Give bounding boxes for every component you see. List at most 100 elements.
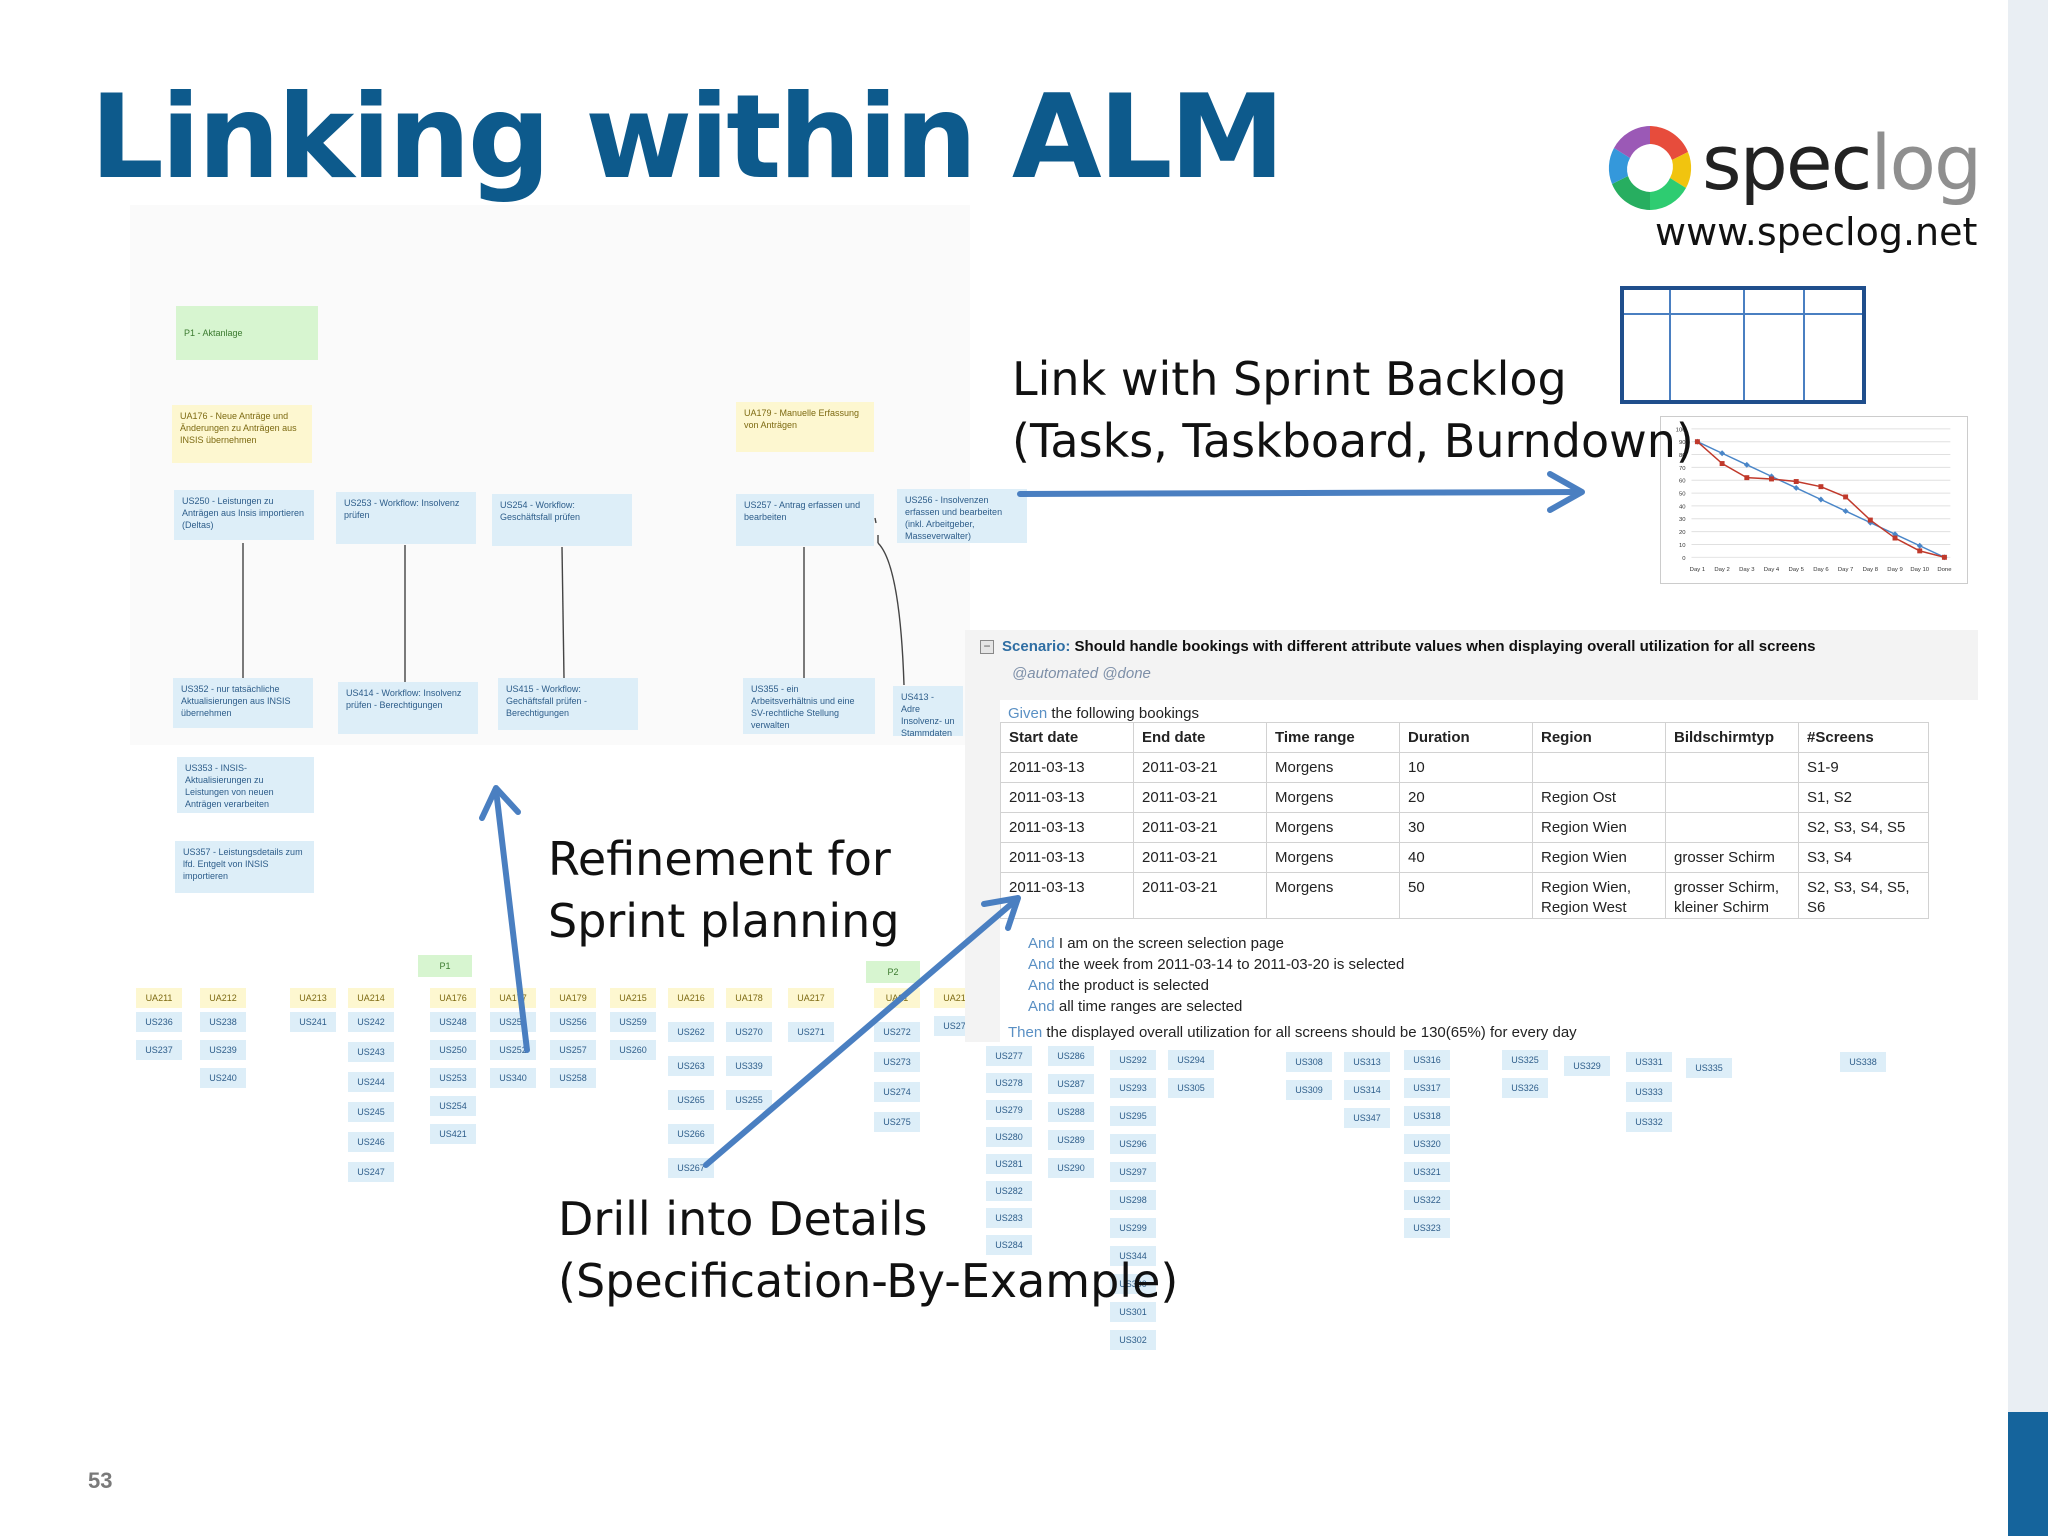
callout-line: (Specification-By-Example) <box>558 1254 1179 1308</box>
arrow-refinement <box>493 787 530 1053</box>
epic-card: UA179 - Manuelle Erfassung von Anträgen <box>736 402 874 452</box>
story-tile: US293 <box>1110 1078 1156 1098</box>
story-tile: US236 <box>136 1012 182 1032</box>
story-card: US357 - Leistungsdetails zum lfd. Entgel… <box>175 841 314 893</box>
story-tile: US267 <box>668 1158 714 1178</box>
table-cell: Region Ost <box>1532 782 1666 813</box>
actual-point <box>1694 439 1700 445</box>
story-tile: US316 <box>1404 1050 1450 1070</box>
table-cell: Morgens <box>1266 842 1400 873</box>
scenario-keyword: Scenario: <box>1002 638 1071 655</box>
story-tile: US340 <box>490 1068 536 1088</box>
actual-point <box>1719 461 1725 467</box>
table-cell: S3, S4 <box>1798 842 1929 873</box>
epic-card: UA176 - Neue Anträge und Änderungen zu A… <box>172 405 312 463</box>
y-tick-label: 80 <box>1679 453 1686 459</box>
story-tile: US263 <box>668 1056 714 1076</box>
callout-line: Link with Sprint Backlog <box>1012 352 1567 406</box>
x-tick-label: Day 4 <box>1764 567 1780 573</box>
story-tile: US320 <box>1404 1134 1450 1154</box>
actual-point <box>1941 554 1947 560</box>
story-tile: US254 <box>430 1096 476 1116</box>
then-text: the displayed overall utilization for al… <box>1046 1024 1577 1041</box>
ideal-point <box>1743 461 1750 468</box>
ideal-point <box>1916 542 1923 549</box>
table-cell: Morgens <box>1266 752 1400 783</box>
table-cell <box>1665 782 1799 813</box>
x-tick-label: Day 10 <box>1910 567 1929 573</box>
story-tile: US257 <box>550 1040 596 1060</box>
ideal-point <box>1793 484 1800 491</box>
x-tick-label: Done <box>1937 567 1952 573</box>
table-cell: S2, S3, S4, S5 <box>1798 812 1929 843</box>
arrow-head <box>479 785 521 821</box>
story-card: US256 - Insolvenzen erfassen und bearbei… <box>897 489 1027 543</box>
collapse-toggle[interactable]: − <box>980 640 994 654</box>
story-map-connectors <box>242 517 905 686</box>
y-tick-label: 0 <box>1682 556 1686 562</box>
table-cell: 20 <box>1399 782 1533 813</box>
speclog-url: www.speclog.net <box>1655 210 1978 254</box>
story-tile: US301 <box>1110 1302 1156 1322</box>
table-cell: 2011-03-21 <box>1133 842 1267 873</box>
story-tile: US329 <box>1564 1056 1610 1076</box>
story-tile: US256 <box>550 1012 596 1032</box>
table-cell: S2, S3, S4, S5, S6 <box>1798 872 1929 919</box>
table-cell: S1, S2 <box>1798 782 1929 813</box>
and-step: And the product is selected <box>1028 977 1209 994</box>
and-keyword: And <box>1028 956 1055 973</box>
callout-drill-details: Drill into Details (Specification-By-Exa… <box>558 1188 1178 1312</box>
story-tile: US245 <box>348 1102 394 1122</box>
release-label: P2 <box>866 961 920 983</box>
epic-tile: UA179 <box>550 988 596 1008</box>
story-tile: US255 <box>726 1090 772 1110</box>
story-tile: US284 <box>986 1235 1032 1255</box>
story-tile: US302 <box>1110 1330 1156 1350</box>
story-tile: US253 <box>430 1068 476 1088</box>
ideal-point <box>1719 450 1726 457</box>
table-cell <box>1665 752 1799 783</box>
story-tile: US266 <box>668 1124 714 1144</box>
table-cell: 2011-03-21 <box>1133 752 1267 783</box>
story-tile: US280 <box>986 1127 1032 1147</box>
story-tile: US241 <box>290 1012 336 1032</box>
story-tile: US252 <box>490 1040 536 1060</box>
story-tile: US338 <box>1840 1052 1886 1072</box>
callout-line: Drill into Details <box>558 1192 928 1246</box>
y-tick-label: 30 <box>1679 517 1686 523</box>
epic-tile: UA21 <box>874 988 920 1008</box>
speclog-logo-icon <box>1608 126 1692 210</box>
epic-tile: UA216 <box>668 988 714 1008</box>
table-cell: 40 <box>1399 842 1533 873</box>
table-cell: Morgens <box>1266 872 1400 919</box>
story-tile: US292 <box>1110 1050 1156 1070</box>
column-header: Time range <box>1266 722 1400 753</box>
story-map-screenshot <box>130 205 970 745</box>
story-tile: US243 <box>348 1042 394 1062</box>
wordmark-prefix: spec <box>1702 118 1872 207</box>
scenario-tags: @automated @done <box>1012 665 1151 682</box>
column-header: Region <box>1532 722 1666 753</box>
story-card: US413 - Adre Insolvenz- un Stammdaten <box>893 686 963 736</box>
story-card: US254 - Workflow: Geschäftsfall prüfen <box>492 494 632 546</box>
epic-tile: UA212 <box>200 988 246 1008</box>
table-cell <box>1532 752 1666 783</box>
right-side-bar <box>2008 0 2048 1536</box>
story-tile: US317 <box>1404 1078 1450 1098</box>
taskboard-icon <box>1620 286 1866 404</box>
column-header: Start date <box>1000 722 1134 753</box>
story-tile: US296 <box>1110 1134 1156 1154</box>
table-cell: Morgens <box>1266 812 1400 843</box>
story-tile: US239 <box>200 1040 246 1060</box>
callout-line: Sprint planning <box>548 894 900 948</box>
and-text: the product is selected <box>1058 977 1209 994</box>
table-cell: 2011-03-21 <box>1133 812 1267 843</box>
table-cell: 50 <box>1399 872 1533 919</box>
x-tick-label: Day 8 <box>1863 567 1879 573</box>
scenario-title: Should handle bookings with different at… <box>1074 638 1816 655</box>
callout-line: (Tasks, Taskboard, Burndown) <box>1012 414 1694 468</box>
story-tile: US258 <box>550 1068 596 1088</box>
story-tile: US250 <box>430 1040 476 1060</box>
